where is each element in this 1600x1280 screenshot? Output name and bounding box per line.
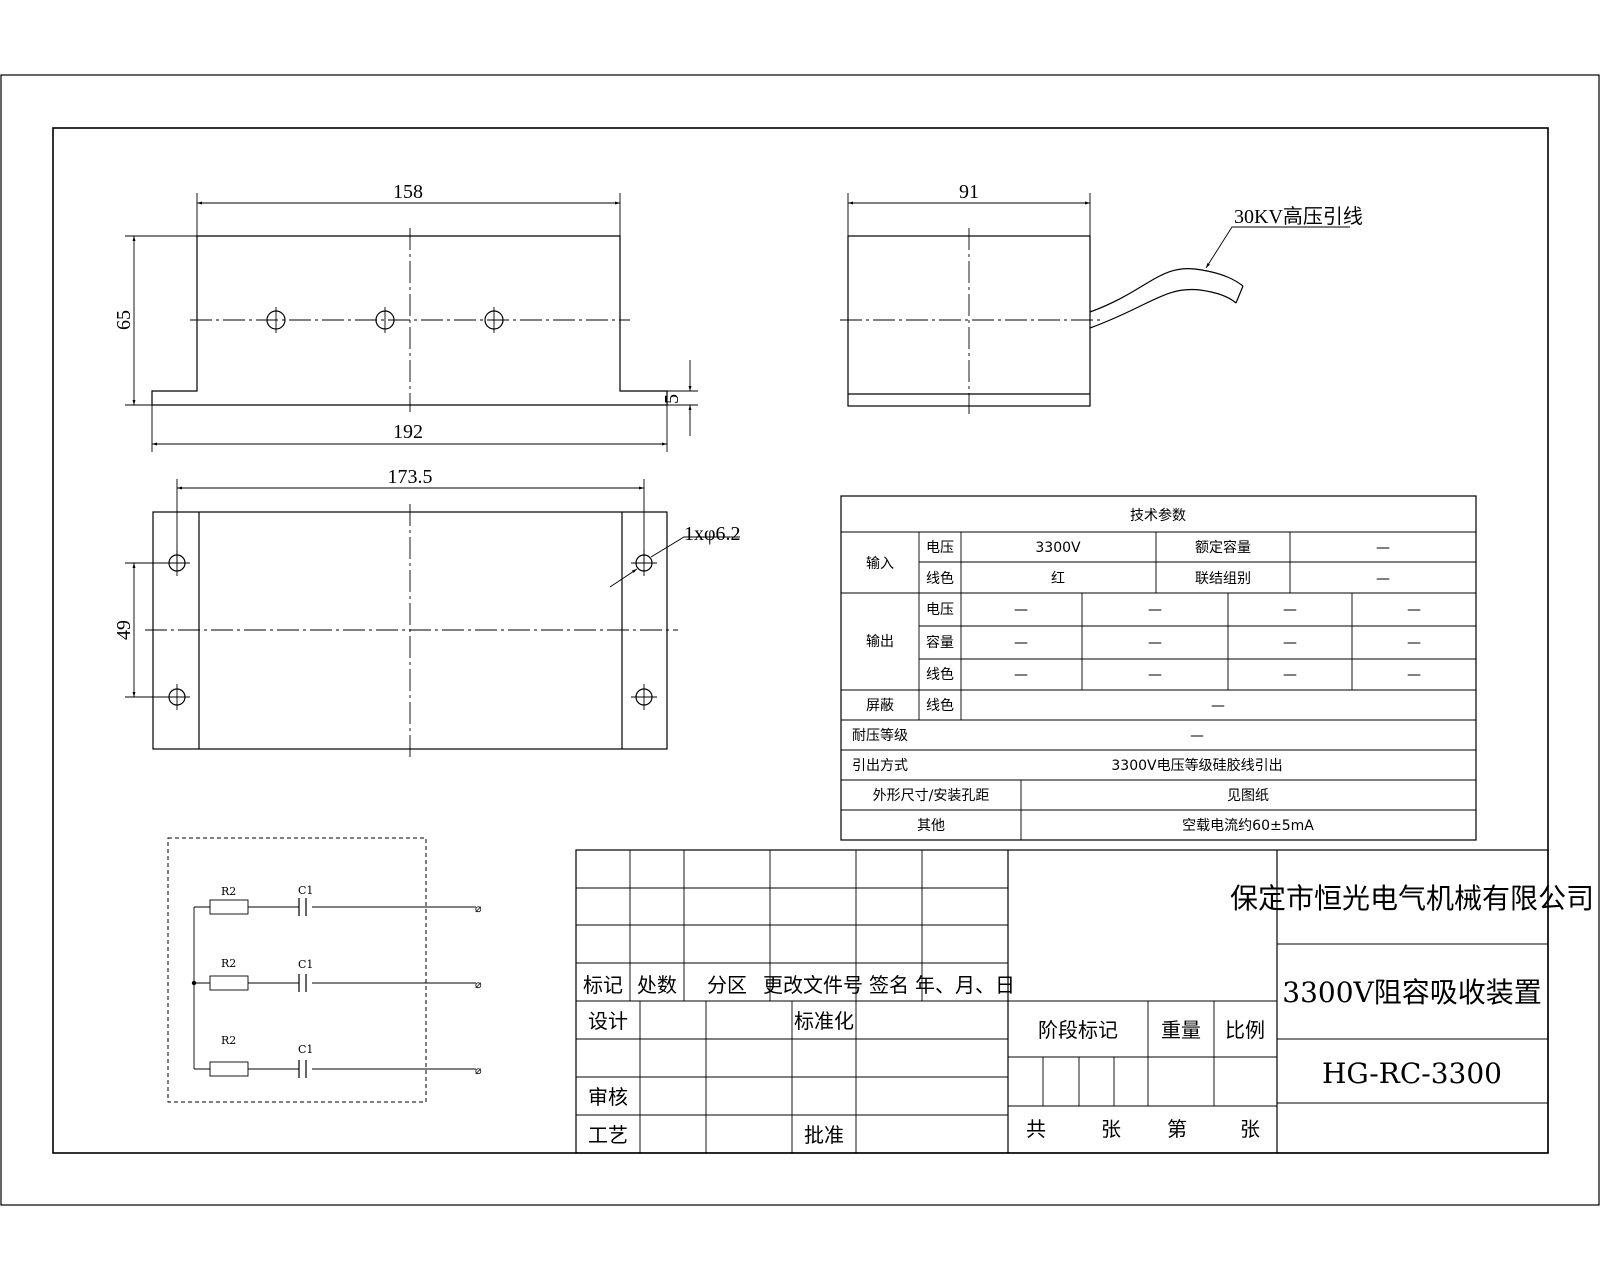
- company-name: 保定市恒光电气机械有限公司: [1230, 882, 1594, 915]
- connection-group: —: [1376, 571, 1390, 587]
- rc-branch: R2 C1 ⌀: [194, 957, 482, 992]
- dim-hole-spacing-y: 49: [113, 620, 135, 640]
- capacitor-label: C1: [298, 884, 313, 897]
- terminal-icon: ⌀: [475, 1064, 482, 1077]
- product-name: 3300V阻容吸收装置: [1282, 976, 1541, 1009]
- dims-value: 见图纸: [1227, 788, 1269, 804]
- sheets-label: 张: [1240, 1117, 1260, 1141]
- standard-label: 标准化: [794, 1009, 854, 1033]
- dim-height: 65: [113, 310, 135, 330]
- spec-table: 技术参数 输入 电压 3300V 额定容量 — 线色 红 联结组别 — 输出 电…: [840, 495, 1477, 841]
- hole-callout: 1xφ6.2: [684, 523, 741, 545]
- dim-flange: 5: [661, 394, 683, 404]
- output-cell: —: [1014, 635, 1028, 651]
- mounting-hole: [266, 307, 286, 333]
- insulation-label: 耐压等级: [852, 727, 908, 744]
- dims-label: 外形尺寸/安装孔距: [873, 788, 990, 804]
- output-cell: —: [1014, 602, 1028, 618]
- rev-header: 更改文件号: [763, 973, 863, 997]
- dim-base-width: 192: [393, 421, 423, 443]
- total-label: 共: [1026, 1117, 1046, 1141]
- scale-label: 比例: [1225, 1018, 1265, 1042]
- side-view: 30KV高压引线 91: [840, 181, 1363, 414]
- output-cell: —: [1283, 602, 1297, 618]
- other-label: 其他: [917, 818, 945, 834]
- input-color: 红: [1051, 571, 1065, 587]
- sheets-label: 张: [1101, 1117, 1121, 1141]
- insulation: —: [1190, 728, 1204, 744]
- output-cell: —: [1283, 667, 1297, 683]
- schematic: R2 C1 ⌀ R2 C1 ⌀ R2 C1 ⌀: [167, 837, 482, 1103]
- output-capacity-label: 容量: [926, 634, 954, 651]
- output-cell: —: [1148, 602, 1162, 618]
- output-cell: —: [1148, 635, 1162, 651]
- output-cell: —: [1407, 635, 1421, 651]
- terminal-icon: ⌀: [475, 902, 482, 915]
- mounting-hole: [484, 307, 504, 333]
- sheet-no-label: 第: [1167, 1117, 1187, 1141]
- leadout: 3300V电压等级硅胶线引出: [1111, 757, 1282, 774]
- shield-color-label: 线色: [926, 697, 954, 714]
- outer-border: [0, 74, 1600, 1206]
- output-cell: —: [1148, 667, 1162, 683]
- connection-group-label: 联结组别: [1195, 571, 1251, 587]
- rc-branch: R2 C1 ⌀: [194, 884, 482, 916]
- rev-header: 分区: [707, 973, 747, 997]
- design-label: 设计: [588, 1009, 628, 1033]
- lead-label: 30KV高压引线: [1234, 205, 1363, 228]
- spec-title: 技术参数: [1130, 507, 1186, 524]
- top-view: 173.5 49 1xφ6.2: [113, 466, 741, 757]
- review-label: 审核: [588, 1085, 628, 1109]
- input-voltage: 3300V: [1035, 540, 1081, 556]
- rev-header: 处数: [637, 973, 677, 997]
- mounting-hole: [631, 684, 657, 710]
- resistor-label: R2: [221, 1034, 236, 1047]
- rev-header: 年、月、日: [915, 973, 1015, 997]
- output-label: 输出: [866, 634, 894, 650]
- mounting-hole: [375, 307, 395, 333]
- title-block: 标记 处数 分区 更改文件号 签名 年、月、日 设计 标准化 审核 工艺 批准 …: [575, 849, 1594, 1154]
- dim-side-width: 91: [959, 181, 979, 203]
- output-cell: —: [1407, 602, 1421, 618]
- rc-branch: R2 C1 ⌀: [194, 1034, 482, 1078]
- resistor-label: R2: [221, 885, 236, 898]
- rev-header: 签名: [869, 973, 909, 997]
- rated-capacity: —: [1376, 540, 1390, 556]
- output-cell: —: [1014, 667, 1028, 683]
- shield-color: —: [1211, 698, 1225, 714]
- capacitor-label: C1: [298, 958, 313, 971]
- output-voltage-label: 电压: [926, 602, 954, 618]
- stage-mark-label: 阶段标记: [1038, 1018, 1118, 1042]
- front-view: 158 65 192 5: [113, 181, 698, 452]
- capacitor-label: C1: [298, 1043, 313, 1056]
- process-label: 工艺: [588, 1123, 628, 1147]
- dim-top-width: 158: [393, 181, 423, 203]
- model-number: HG-RC-3300: [1322, 1057, 1502, 1090]
- output-cell: —: [1407, 667, 1421, 683]
- rev-header: 标记: [583, 973, 623, 997]
- resistor-label: R2: [221, 957, 236, 970]
- dim-hole-spacing-x: 173.5: [388, 466, 433, 488]
- input-voltage-label: 电压: [926, 540, 954, 556]
- rated-capacity-label: 额定容量: [1195, 539, 1251, 556]
- weight-label: 重量: [1161, 1018, 1201, 1042]
- other-value: 空载电流约60±5mA: [1182, 818, 1314, 834]
- input-color-label: 线色: [926, 570, 954, 587]
- output-cell: —: [1283, 635, 1297, 651]
- approve-label: 批准: [804, 1123, 844, 1147]
- input-label: 输入: [866, 556, 894, 572]
- leadout-label: 引出方式: [852, 758, 908, 774]
- terminal-icon: ⌀: [475, 978, 482, 991]
- output-color-label: 线色: [926, 666, 954, 683]
- shield-label: 屏蔽: [866, 698, 894, 714]
